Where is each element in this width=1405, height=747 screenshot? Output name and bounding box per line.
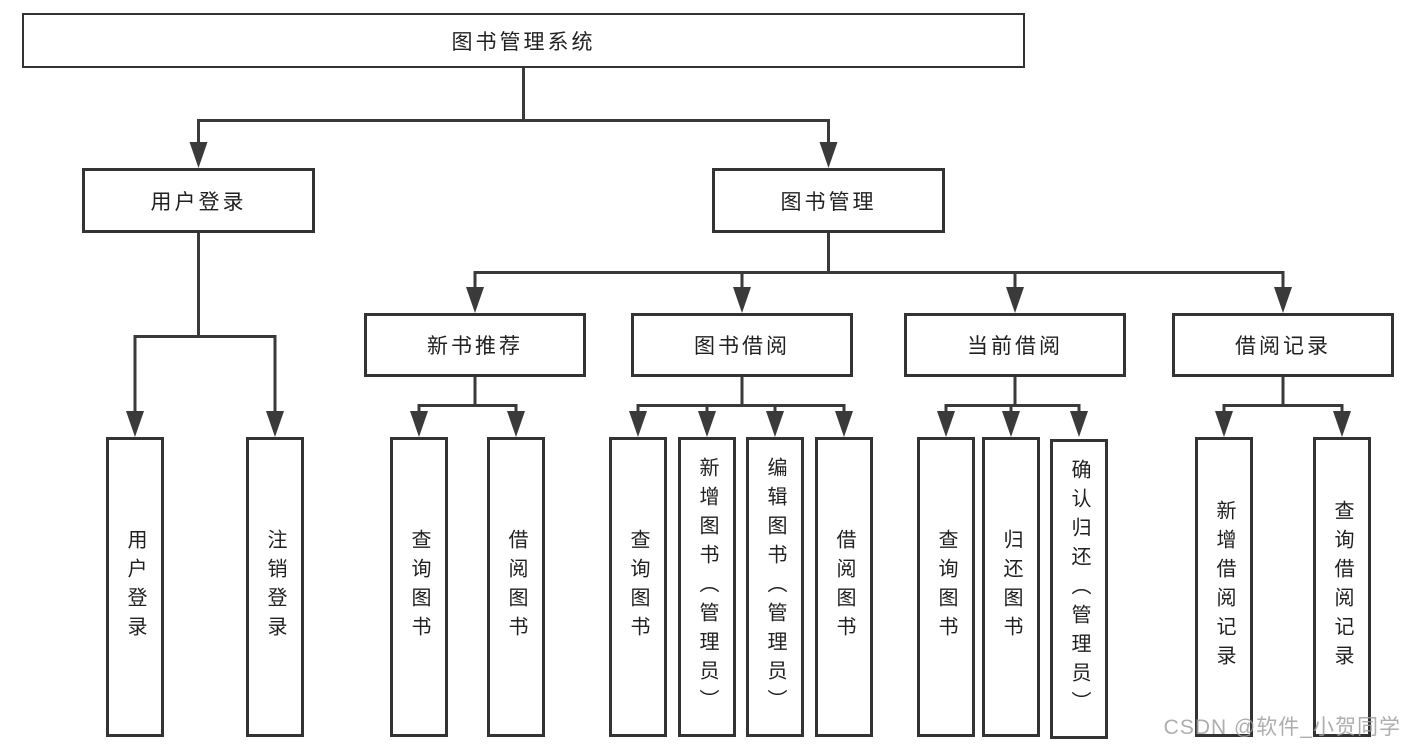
node-new-book-recommend-label: 新书推荐 [427,335,523,358]
connector-bookborrow-to-leaves [636,377,846,416]
leaf-query-borrow-record: 查询借阅记录 [1313,437,1371,737]
node-book-management-label: 图书管理 [780,190,877,214]
arrowhead-icon [819,142,838,168]
node-user-login-label: 用户登录 [150,190,247,214]
leaf-confirm-return-admin-label: 确认归还（管理员） [1068,458,1090,720]
node-new-book-recommend: 新书推荐 [364,313,586,377]
arrowhead-icon [835,411,853,437]
node-user-login: 用户登录 [82,168,315,233]
node-current-borrow: 当前借阅 [904,313,1126,377]
leaf-borrow-books-1-label: 借阅图书 [505,529,527,645]
leaf-logout: 注销登录 [246,437,304,737]
leaf-logout-label: 注销登录 [264,529,286,645]
connector-userlogin-to-leaves [133,233,277,416]
arrowhead-icon [1006,287,1024,313]
connector-borrowrecord-to-leaves [1222,377,1344,416]
arrowhead-icon [733,287,751,313]
leaf-add-books-admin: 新增图书（管理员） [678,437,736,737]
leaf-query-books-2: 查询图书 [609,437,667,737]
connector-currentborrow-to-leaves [944,377,1081,416]
leaf-query-books-3-label: 查询图书 [935,529,957,645]
arrowhead-icon [266,411,284,437]
leaf-edit-books-admin: 编辑图书（管理员） [746,437,804,737]
arrowhead-icon [1274,287,1292,313]
node-borrow-record-label: 借阅记录 [1235,335,1331,358]
leaf-add-borrow-record: 新增借阅记录 [1195,437,1253,737]
arrowhead-icon [189,142,208,168]
leaf-borrow-books-2: 借阅图书 [815,437,873,737]
arrowhead-icon [126,411,144,437]
arrowhead-icon [507,411,525,437]
leaf-query-books-1-label: 查询图书 [408,529,430,645]
arrowhead-icon [410,411,428,437]
leaf-add-books-admin-label: 新增图书（管理员） [696,456,718,718]
node-book-management: 图书管理 [712,168,945,233]
csdn-watermark: CSDN @软件_小贺同学 [1163,716,1401,739]
arrowhead-icon [698,411,716,437]
node-current-borrow-label: 当前借阅 [967,335,1063,358]
leaf-add-borrow-record-label: 新增借阅记录 [1213,500,1235,674]
arrowhead-icon [1002,411,1020,437]
node-book-borrow-label: 图书借阅 [694,335,790,358]
leaf-borrow-books-1: 借阅图书 [487,437,545,737]
arrowhead-icon [1215,411,1233,437]
arrowhead-icon [466,287,484,313]
leaf-borrow-books-2-label: 借阅图书 [833,529,855,645]
arrowhead-icon [1333,411,1351,437]
node-borrow-record: 借阅记录 [1172,313,1394,377]
leaf-query-books-3: 查询图书 [917,437,975,737]
connector-bookmgmt-to-level3 [473,233,1285,292]
node-root-label: 图书管理系统 [451,30,596,54]
arrowhead-icon [937,411,955,437]
leaf-confirm-return-admin: 确认归还（管理员） [1050,439,1108,739]
leaf-query-books-1: 查询图书 [390,437,448,737]
leaf-user-login: 用户登录 [106,437,164,737]
arrowheads [126,142,1351,437]
arrowhead-icon [1070,411,1088,437]
connector-newbookrec-to-leaves [417,377,518,416]
leaf-query-books-2-label: 查询图书 [627,529,649,645]
node-book-borrow: 图书借阅 [631,313,853,377]
leaf-user-login-label: 用户登录 [124,529,146,645]
leaf-edit-books-admin-label: 编辑图书（管理员） [764,456,786,718]
connector-root-to-level2 [197,68,830,147]
leaf-query-borrow-record-label: 查询借阅记录 [1331,500,1353,674]
arrowhead-icon [766,411,784,437]
leaf-return-books: 归还图书 [982,437,1040,737]
arrowhead-icon [629,411,647,437]
node-root: 图书管理系统 [22,13,1025,68]
leaf-return-books-label: 归还图书 [1000,529,1022,645]
